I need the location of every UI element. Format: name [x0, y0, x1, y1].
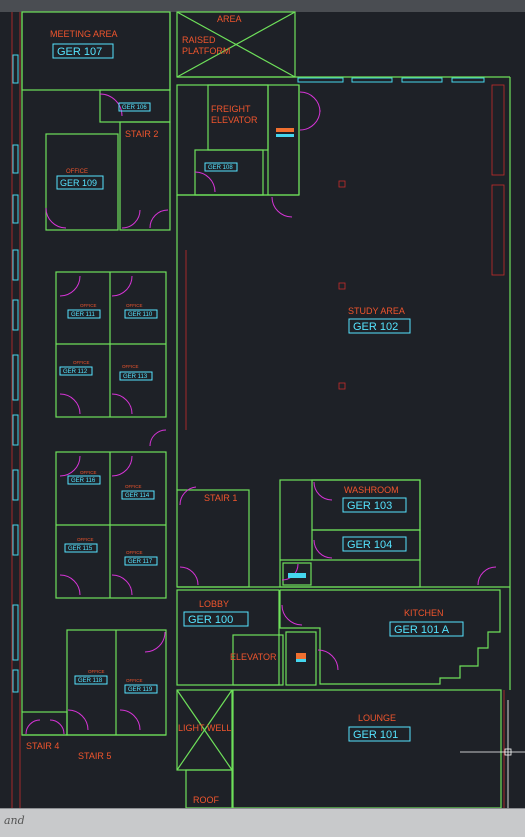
- office-111-label: OFFICE: [80, 303, 97, 308]
- ger100-tag[interactable]: GER 100: [183, 611, 249, 627]
- stair1-label: STAIR 1: [204, 493, 237, 503]
- ger117-tag[interactable]: GER 117: [124, 556, 158, 566]
- office-114-label: OFFICE: [125, 484, 142, 489]
- svg-text:GER 117: GER 117: [128, 559, 153, 565]
- freight-label-1: FREIGHT: [211, 104, 251, 114]
- equipment-markers: [276, 128, 306, 662]
- ger112-tag[interactable]: GER 112: [59, 366, 93, 376]
- roof-label: ROOF: [193, 795, 220, 805]
- lounge-label: LOUNGE: [358, 713, 396, 723]
- structural-grid-lines: [11, 12, 505, 808]
- window-title-bar: [0, 0, 525, 12]
- walls: [21, 11, 511, 809]
- svg-text:GER 119: GER 119: [128, 687, 153, 693]
- svg-text:GER 108: GER 108: [208, 165, 233, 171]
- facade-windows: [12, 54, 485, 693]
- svg-text:GER 107: GER 107: [57, 46, 102, 58]
- stair4-label: STAIR 4: [26, 741, 59, 751]
- office-109-label: OFFICE: [66, 169, 88, 175]
- svg-text:GER 113: GER 113: [123, 374, 148, 380]
- svg-text:GER 111: GER 111: [71, 312, 95, 318]
- svg-text:GER 114: GER 114: [125, 493, 150, 499]
- svg-text:GER 100: GER 100: [188, 614, 233, 626]
- ger110-tag[interactable]: GER 110: [124, 309, 158, 319]
- study-area-label: STUDY AREA: [348, 306, 405, 316]
- ger113-tag[interactable]: GER 113: [119, 371, 153, 381]
- office-113-label: OFFICE: [122, 364, 139, 369]
- ger114-tag[interactable]: GER 114: [121, 490, 155, 500]
- svg-text:GER 101 A: GER 101 A: [394, 624, 450, 636]
- office-110-label: OFFICE: [126, 303, 143, 308]
- ger109-tag[interactable]: GER 109: [56, 175, 104, 190]
- svg-text:GER 101: GER 101: [353, 729, 398, 741]
- stair5-label: STAIR 5: [78, 751, 111, 761]
- washroom-label: WASHROOM: [344, 485, 399, 495]
- office-112-label: OFFICE: [73, 360, 90, 365]
- area-label: AREA: [217, 14, 242, 24]
- meeting-area-label: MEETING AREA: [50, 29, 118, 39]
- command-line-text: and: [4, 814, 25, 827]
- svg-text:GER 115: GER 115: [68, 546, 93, 552]
- freight-label-2: ELEVATOR: [211, 115, 258, 125]
- ger101-tag[interactable]: GER 101: [348, 726, 411, 742]
- room-labels: AREA RAISED PLATFORM MEETING AREA GER 10…: [26, 14, 464, 805]
- office-115-label: OFFICE: [77, 537, 94, 542]
- ger106-tag[interactable]: GER 106: [118, 102, 151, 112]
- svg-text:GER 103: GER 103: [347, 500, 392, 512]
- ger118-tag[interactable]: GER 118: [74, 675, 108, 685]
- svg-text:GER 106: GER 106: [122, 105, 147, 111]
- elevator-label: ELEVATOR: [230, 652, 277, 662]
- office-118-label: OFFICE: [88, 669, 105, 674]
- ger116-tag[interactable]: GER 116: [67, 475, 101, 485]
- raised-label-2: PLATFORM: [182, 46, 230, 56]
- kitchen-label: KITCHEN: [404, 608, 444, 618]
- svg-text:GER 104: GER 104: [347, 539, 392, 551]
- office-117-label: OFFICE: [126, 550, 143, 555]
- ger101a-tag[interactable]: GER 101 A: [389, 621, 464, 637]
- ger102-tag[interactable]: GER 102: [348, 318, 411, 334]
- ger104-tag[interactable]: GER 104: [342, 536, 407, 552]
- ger103-tag[interactable]: GER 103: [342, 497, 407, 513]
- light-well-label: LIGHT WELL: [178, 723, 231, 733]
- ger111-tag[interactable]: GER 111: [67, 309, 101, 319]
- ger107-tag[interactable]: GER 107: [52, 43, 114, 59]
- command-line-bar[interactable]: and: [0, 808, 525, 837]
- svg-text:GER 109: GER 109: [60, 178, 97, 188]
- door-swings: [25, 91, 497, 735]
- ger119-tag[interactable]: GER 119: [124, 684, 158, 694]
- ger108-tag[interactable]: GER 108: [204, 162, 238, 172]
- svg-text:GER 112: GER 112: [63, 369, 88, 375]
- crosshair-cursor-icon: [460, 700, 525, 808]
- stair2-label: STAIR 2: [125, 129, 158, 139]
- svg-text:GER 102: GER 102: [353, 321, 398, 333]
- svg-text:GER 116: GER 116: [71, 478, 96, 484]
- svg-text:GER 118: GER 118: [78, 678, 103, 684]
- office-119-label: OFFICE: [126, 678, 143, 683]
- lobby-label: LOBBY: [199, 599, 229, 609]
- ger115-tag[interactable]: GER 115: [64, 543, 98, 553]
- raised-label-1: RAISED: [182, 35, 216, 45]
- svg-text:GER 110: GER 110: [128, 312, 153, 318]
- office-116-label: OFFICE: [80, 470, 97, 475]
